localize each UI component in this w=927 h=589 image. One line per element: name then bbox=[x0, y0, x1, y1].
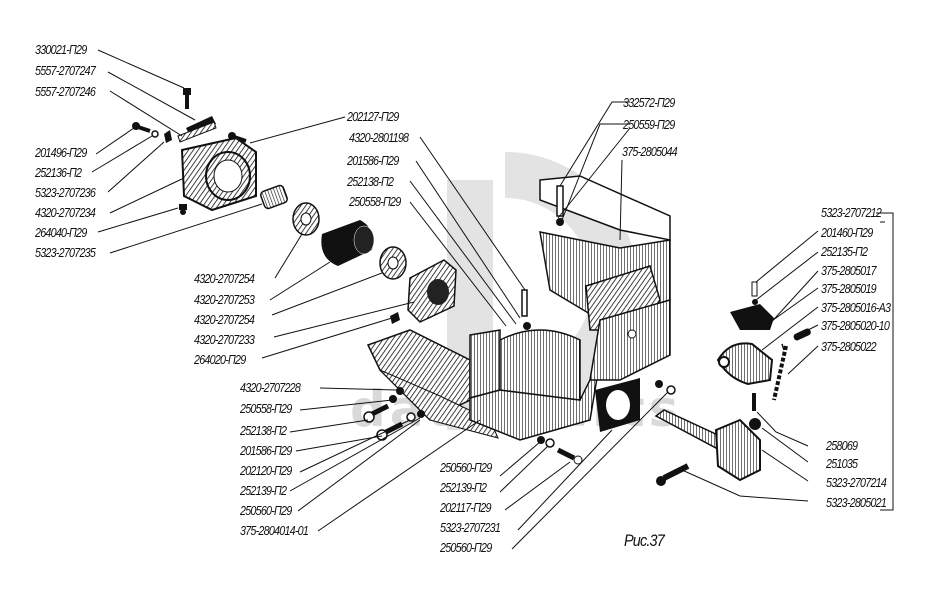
part-label: 4320-2707228 bbox=[240, 381, 301, 395]
part-label: 375-2805019 bbox=[821, 282, 877, 296]
part-label: 5323-2707212 bbox=[821, 206, 882, 220]
washer-4320-2707254-a bbox=[292, 202, 320, 236]
lever-375-2805016 bbox=[716, 342, 774, 386]
part-label: 330021-П29 bbox=[35, 43, 87, 57]
shaft-5323-2707214 bbox=[654, 409, 761, 482]
washer-252136 bbox=[151, 130, 159, 138]
part-label: 252138-П2 bbox=[240, 424, 287, 438]
part-label: 5323-2707214 bbox=[826, 476, 887, 490]
bushing-5323-2707235 bbox=[260, 184, 288, 210]
bolt-202117 bbox=[556, 447, 583, 465]
part-label: 4320-2801198 bbox=[349, 131, 409, 145]
nut-250560-bottom bbox=[537, 436, 545, 444]
washer-4320-2707228 bbox=[396, 387, 404, 395]
part-label: 252136-П2 bbox=[35, 166, 82, 180]
part-label: 201586-П29 bbox=[240, 444, 292, 458]
leader-lines bbox=[91, 49, 894, 550]
part-label: 375-2804014-01 bbox=[240, 524, 309, 538]
part-label: 201460-П29 bbox=[821, 226, 873, 240]
part-label: 264020-П29 bbox=[194, 353, 246, 367]
grease-fitting-264040 bbox=[179, 204, 187, 215]
gasket-plate bbox=[177, 116, 217, 143]
part-label: 4320-2707234 bbox=[35, 206, 96, 220]
nut-250558-lower bbox=[389, 395, 397, 403]
part-label: 375-2805016-А3 bbox=[821, 301, 891, 315]
bushing-4320-2707253 bbox=[321, 220, 375, 266]
part-label: 5323-2707235 bbox=[35, 246, 96, 260]
part-label: 258069 bbox=[826, 439, 858, 453]
part-label: 4320-2707233 bbox=[194, 333, 255, 347]
part-label: 252139-П2 bbox=[240, 484, 287, 498]
bolt-202120 bbox=[376, 421, 404, 441]
part-label: 201496-П29 bbox=[35, 146, 87, 160]
washer-252135 bbox=[752, 299, 758, 305]
part-label: 250558-П29 bbox=[240, 402, 292, 416]
part-label: 250560-П29 bbox=[240, 504, 292, 518]
part-label: 375-2805020-10 bbox=[821, 319, 890, 333]
cover-4320-2707233 bbox=[407, 259, 457, 323]
washer-252139-bottom bbox=[545, 438, 555, 448]
washer-252138 bbox=[523, 322, 531, 330]
part-label: 5557-2707246 bbox=[35, 85, 96, 99]
part-label: 202120-П29 bbox=[240, 464, 292, 478]
pin-375-2805020-10 bbox=[793, 328, 811, 341]
part-label: 5323-2805021 bbox=[826, 496, 887, 510]
figure-caption: Рис.37 bbox=[624, 531, 665, 550]
part-label: 332572-П29 bbox=[623, 96, 675, 110]
bolt-201496 bbox=[132, 122, 151, 133]
part-label: 201586-П29 bbox=[347, 154, 399, 168]
part-label: 4320-2707254 bbox=[194, 313, 255, 327]
part-label: 251035 bbox=[826, 457, 858, 471]
part-label: 4320-2707253 bbox=[194, 293, 255, 307]
nut-250560-lower bbox=[417, 410, 425, 418]
bracket-375-2804014-01 bbox=[366, 329, 601, 441]
bolt-258069 bbox=[752, 393, 756, 411]
nut-251035 bbox=[749, 418, 761, 430]
part-label: 375-2805022 bbox=[821, 340, 877, 354]
part-label: 375-2805017 bbox=[821, 264, 877, 278]
washer-4320-2707254-b bbox=[379, 246, 407, 280]
grease-fitting-264020 bbox=[390, 312, 400, 324]
part-label: 252135-П2 bbox=[821, 245, 868, 259]
part-label: 252139-П2 bbox=[440, 481, 487, 495]
part-label: 202117-П29 bbox=[440, 501, 491, 515]
part-label: 250560-П29 bbox=[440, 541, 492, 555]
bolt-4320-2801198 bbox=[521, 289, 528, 317]
nut-250560-a bbox=[655, 380, 663, 388]
bolt-201460 bbox=[751, 281, 758, 297]
part-label: 5323-2707236 bbox=[35, 186, 96, 200]
housing-4320-2707234 bbox=[180, 136, 257, 212]
part-label: 5557-2707247 bbox=[35, 64, 96, 78]
part-label: 264040-П29 bbox=[35, 226, 87, 240]
bolt-5323-2805021 bbox=[656, 463, 690, 486]
part-label: 250558-П29 bbox=[349, 195, 401, 209]
washer-250560-b bbox=[666, 385, 676, 395]
bolt-201586-lower bbox=[363, 403, 390, 423]
clip-5323-2707236 bbox=[164, 130, 172, 143]
part-label: 4320-2707254 bbox=[194, 272, 255, 286]
part-label: 252138-П2 bbox=[347, 175, 394, 189]
block-375-2805017 bbox=[730, 304, 774, 330]
part-label: 250560-П29 bbox=[440, 461, 492, 475]
bolt-332572 bbox=[556, 185, 564, 217]
part-label: 202127-П29 bbox=[347, 110, 399, 124]
part-label: 375-2805044 bbox=[622, 145, 678, 159]
washer-252139 bbox=[406, 412, 416, 422]
part-label: 250559-П29 bbox=[623, 118, 675, 132]
rod-375-2805022 bbox=[772, 343, 788, 401]
frame-375-2805044 bbox=[539, 175, 671, 381]
part-label: 5323-2707231 bbox=[440, 521, 501, 535]
plate-5323-2707231 bbox=[595, 378, 640, 432]
bolt-330021 bbox=[183, 88, 191, 109]
